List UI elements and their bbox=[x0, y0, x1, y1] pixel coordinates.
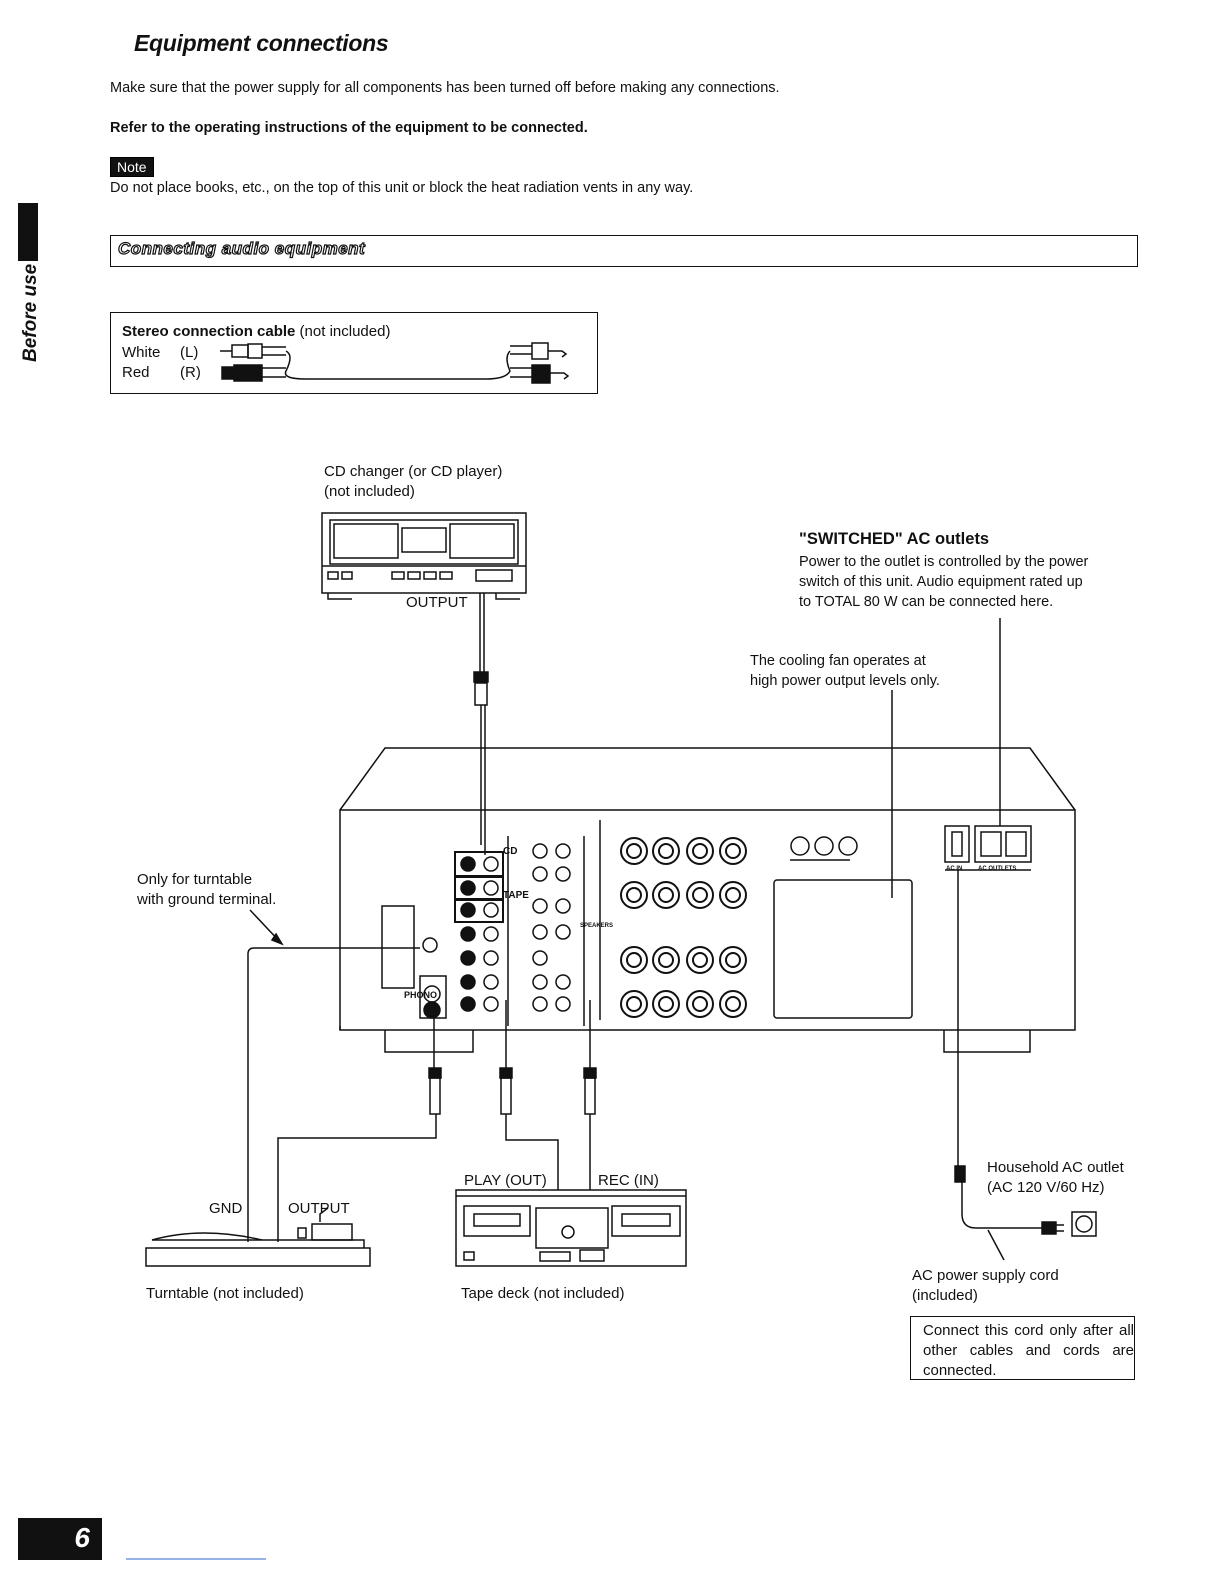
panel-phono-label: PHONO bbox=[404, 990, 438, 1000]
section-bar bbox=[110, 235, 1138, 267]
speaker-terminals bbox=[620, 837, 747, 1018]
switched-text-3: to TOTAL 80 W can be connected here. bbox=[799, 594, 1054, 610]
switched-outlets-title: "SWITCHED" AC outlets bbox=[799, 530, 990, 548]
cable-box bbox=[110, 312, 598, 394]
turntable-label: Turntable (not included) bbox=[146, 1285, 304, 1302]
turntable-note-1: Only for turntable bbox=[137, 871, 253, 888]
play-out-label: PLAY (OUT) bbox=[464, 1172, 547, 1189]
receiver-rear-panel bbox=[339, 747, 1076, 1053]
cable-title-bold: Stereo connection cable bbox=[122, 323, 296, 340]
page-number: 6 bbox=[74, 1522, 90, 1553]
side-tab-marker bbox=[18, 203, 38, 261]
tape-deck-label: Tape deck (not included) bbox=[461, 1285, 625, 1302]
household-outlet-spec: (AC 120 V/60 Hz) bbox=[987, 1179, 1105, 1196]
fan-text-2: high power output levels only. bbox=[750, 673, 940, 689]
intro-text: Make sure that the power supply for all … bbox=[110, 80, 780, 96]
cable-title: Stereo connection cable (not included) bbox=[122, 322, 390, 342]
tape-deck-device bbox=[455, 1189, 687, 1267]
turntable-output-label: OUTPUT bbox=[288, 1200, 350, 1217]
refer-text: Refer to the operating instructions of t… bbox=[110, 120, 588, 136]
audio-jacks bbox=[454, 851, 504, 923]
rec-in-label: REC (IN) bbox=[598, 1172, 659, 1189]
video-jacks bbox=[507, 820, 858, 1026]
panel-ac-in-label: AC IN bbox=[946, 866, 963, 872]
switched-text-2: switch of this unit. Audio equipment rat… bbox=[799, 574, 1083, 590]
section-heading-text: Connecting audio equipment bbox=[117, 238, 366, 258]
ac-cord-label: AC power supply cord bbox=[912, 1267, 1059, 1284]
panel-speakers-label: SPEAKERS bbox=[580, 923, 614, 929]
cable-white-label: White bbox=[122, 344, 161, 361]
section-heading: Connecting audio equipment bbox=[112, 237, 380, 263]
cable-white-channel: (L) bbox=[180, 344, 199, 361]
turntable-device bbox=[145, 1207, 371, 1267]
callout-box: Connect this cord only after all other c… bbox=[910, 1316, 1135, 1380]
note-text: Do not place books, etc., on the top of … bbox=[110, 180, 694, 196]
turntable-note-2: with ground terminal. bbox=[137, 891, 277, 908]
switched-text-1: Power to the outlet is controlled by the… bbox=[799, 554, 1089, 570]
fan-text-1: The cooling fan operates at bbox=[750, 653, 926, 669]
cd-changer-label: CD changer (or CD player) bbox=[324, 463, 503, 480]
note-badge: Note bbox=[110, 157, 154, 177]
cd-changer-device bbox=[321, 512, 527, 600]
gnd-label: GND bbox=[209, 1200, 243, 1217]
cd-output-label: OUTPUT bbox=[406, 594, 468, 611]
cable-red-channel: (R) bbox=[180, 364, 201, 381]
page-number-box: 6 bbox=[18, 1518, 102, 1560]
cable-red-label: Red bbox=[122, 364, 150, 381]
household-outlet-label: Household AC outlet bbox=[987, 1159, 1124, 1176]
panel-cd-label: CD bbox=[503, 846, 518, 857]
stereo-cable-icon bbox=[220, 342, 570, 384]
page-title: Equipment connections bbox=[134, 30, 389, 56]
cd-changer-sublabel: (not included) bbox=[324, 483, 415, 500]
panel-tape-label: TAPE bbox=[503, 890, 529, 901]
cable-title-rest: (not included) bbox=[295, 323, 391, 340]
ac-cord-sublabel: (included) bbox=[912, 1287, 978, 1304]
panel-ac-outlets-label: AC OUTLETS bbox=[978, 866, 1017, 872]
